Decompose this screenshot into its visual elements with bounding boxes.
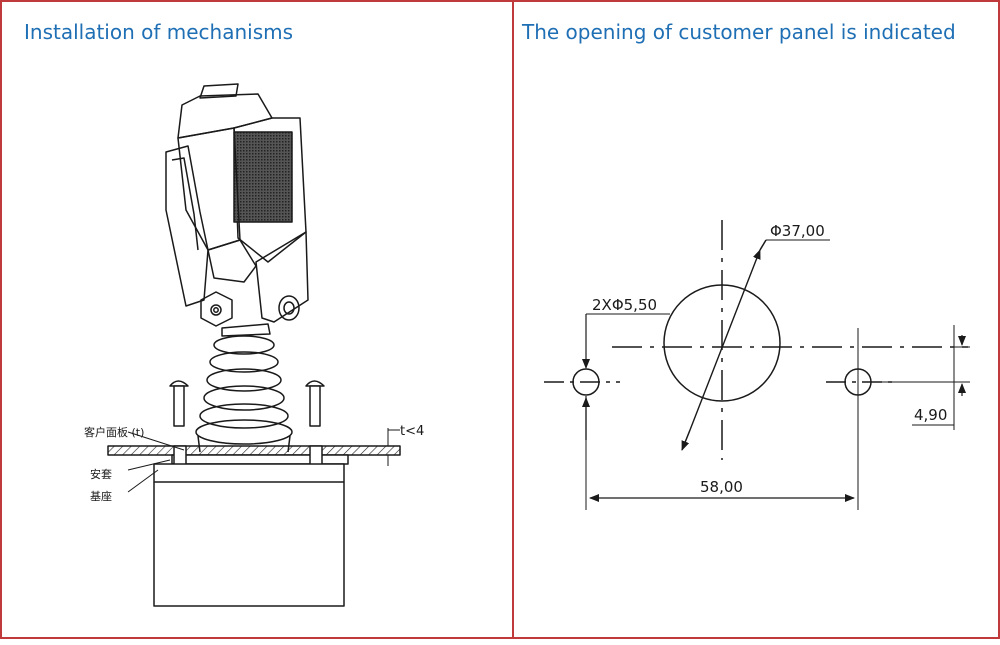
center-hole: [663, 284, 781, 402]
diameter-leader: [689, 249, 761, 431]
bellows: [195, 335, 293, 453]
right-screw: [305, 380, 325, 427]
label-side-holes: 2XΦ5,50: [592, 296, 657, 314]
trigger: [165, 145, 209, 307]
left-hole: [572, 368, 600, 396]
label-base: 基座: [90, 489, 112, 503]
base-housing: [153, 463, 345, 607]
label-hole-spacing: 58,00: [700, 478, 743, 496]
label-center-diameter: Φ37,00: [770, 222, 825, 240]
cutout-drawing: [544, 220, 970, 510]
label-vertical-offset: 4,90: [914, 406, 947, 424]
hex-nut: [200, 291, 233, 327]
label-mounting-sleeve: 安套: [90, 467, 112, 481]
handle-cheek: [207, 239, 257, 283]
handle-top-tab: [199, 83, 239, 99]
label-thickness: t<4: [400, 424, 424, 439]
right-panel-title: The opening of customer panel is indicat…: [522, 20, 956, 44]
knurled-grip: [233, 131, 293, 223]
joystick-drawing: [107, 83, 401, 607]
left-screw: [169, 380, 189, 427]
left-panel-title: Installation of mechanisms: [24, 20, 294, 44]
customer-panel: [107, 445, 401, 456]
handle-lower-block: [255, 231, 309, 323]
label-customer-panel: 客户面板 (t): [84, 425, 144, 439]
